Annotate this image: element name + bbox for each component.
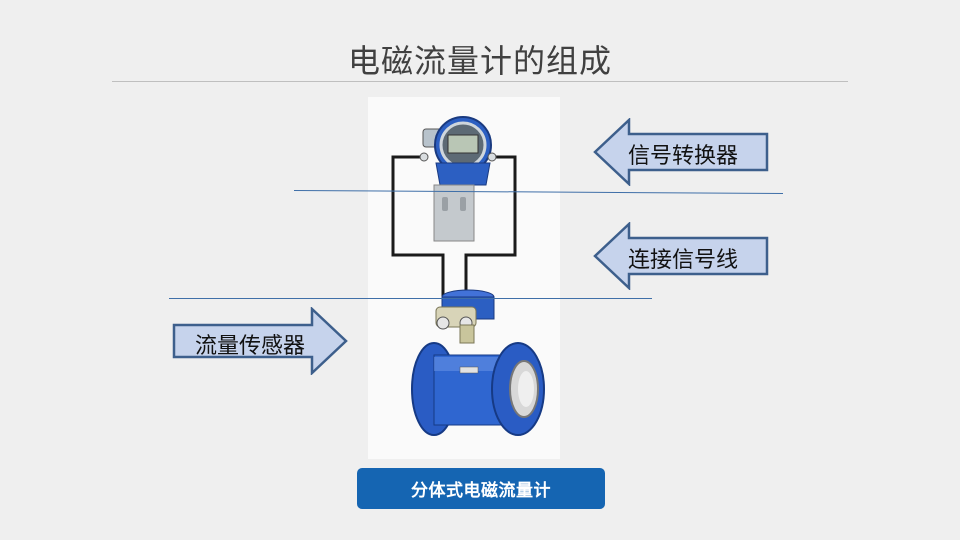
- title-divider: [112, 81, 848, 82]
- converter-arrow: [593, 118, 769, 186]
- slide-title: 电磁流量计的组成: [347, 42, 612, 80]
- sensor-junction-box: [435, 289, 495, 344]
- flowmeter-drawing: [391, 116, 545, 436]
- flow-tube: [411, 342, 545, 436]
- signal-line-arrow: [593, 222, 769, 290]
- converter-head: [419, 116, 497, 186]
- mounting-bracket: [433, 184, 475, 242]
- sensor-arrow: [172, 307, 348, 375]
- converter-label: 信号转换器: [628, 144, 739, 169]
- sensor-leader-line: [169, 298, 652, 299]
- flowmeter-illustration: [368, 97, 560, 459]
- signal-line-label: 连接信号线: [628, 248, 739, 273]
- caption-label: 分体式电磁流量计: [357, 468, 605, 509]
- signal-cables: [391, 155, 517, 312]
- sensor-label: 流量传感器: [195, 334, 306, 359]
